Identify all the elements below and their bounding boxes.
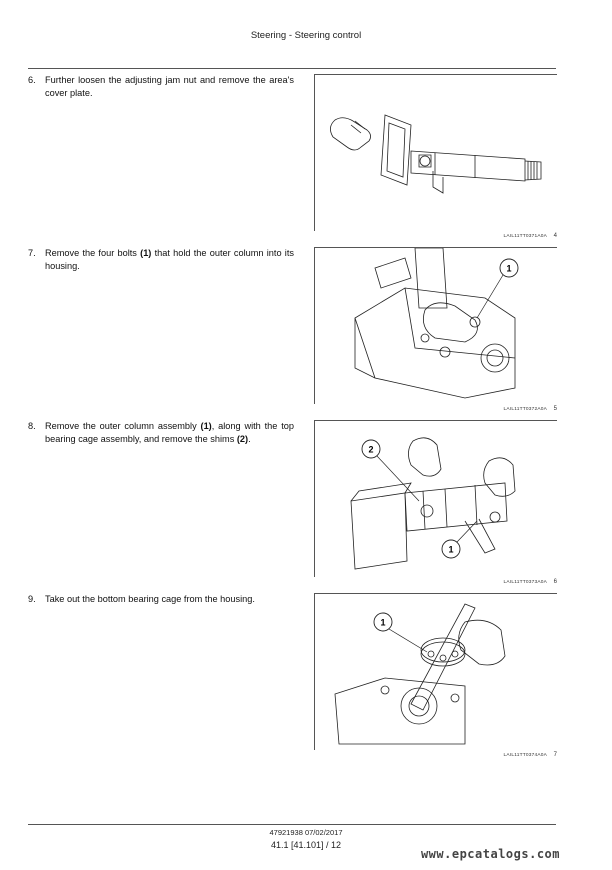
step-number: 9.: [28, 594, 36, 604]
figure-6-illustration: 2 1: [350, 437, 516, 570]
svg-text:1: 1: [506, 264, 511, 274]
callout-2: 2: [361, 439, 420, 502]
figure-5-illustration: 1: [354, 248, 519, 399]
page-header: Steering - Steering control: [250, 30, 362, 41]
figure-number: 7: [553, 752, 557, 758]
figure-6: 2 1 LAIL11TT0373A0A 6: [314, 420, 557, 585]
watermark: www.epcatalogs.com: [420, 847, 560, 861]
step-number: 6.: [28, 75, 36, 85]
step-text: Remove the outer column assembly (1), al…: [45, 421, 294, 444]
svg-text:1: 1: [380, 618, 385, 628]
footer-rule: [28, 824, 556, 825]
step-6: 6. Further loosen the adjusting jam nut …: [28, 74, 294, 99]
step-8: 8. Remove the outer column assembly (1),…: [28, 420, 294, 445]
figure-4: LAIL11TT0371A0A 4: [314, 74, 557, 239]
svg-text:1: 1: [448, 545, 453, 555]
step-text: Take out the bottom bearing cage from th…: [45, 594, 255, 604]
page-number: 41.1 [41.101] / 12: [270, 840, 342, 850]
figure-number: 4: [553, 233, 557, 239]
figure-code: LAIL11TT0373A0A: [503, 580, 547, 585]
figure-5: 1 LAIL11TT0372A0A 5: [314, 247, 557, 412]
callout-1: 1: [441, 520, 478, 559]
step-number: 7.: [28, 248, 36, 258]
step-9: 9. Take out the bottom bearing cage from…: [28, 593, 294, 606]
figure-7-illustration: 1: [334, 603, 506, 745]
callout-1: 1: [373, 612, 428, 653]
step-number: 8.: [28, 421, 36, 431]
figure-number: 6: [553, 579, 557, 585]
figure-4-illustration: [330, 114, 542, 194]
figure-7: 1 LAIL11TT0374A0A 7: [314, 593, 557, 758]
step-text: Remove the four bolts (1) that hold the …: [45, 248, 294, 271]
svg-text:2: 2: [368, 445, 373, 455]
step-text: Further loosen the adjusting jam nut and…: [45, 75, 294, 98]
figure-code: LAIL11TT0371A0A: [503, 234, 547, 239]
figure-code: LAIL11TT0374A0A: [503, 753, 547, 758]
step-7: 7. Remove the four bolts (1) that hold t…: [28, 247, 294, 272]
figure-number: 5: [553, 406, 557, 412]
header-rule: [28, 68, 556, 69]
callout-1: 1: [476, 258, 519, 319]
document-code: 47921938 07/02/2017: [269, 828, 343, 837]
figure-code: LAIL11TT0372A0A: [503, 407, 547, 412]
